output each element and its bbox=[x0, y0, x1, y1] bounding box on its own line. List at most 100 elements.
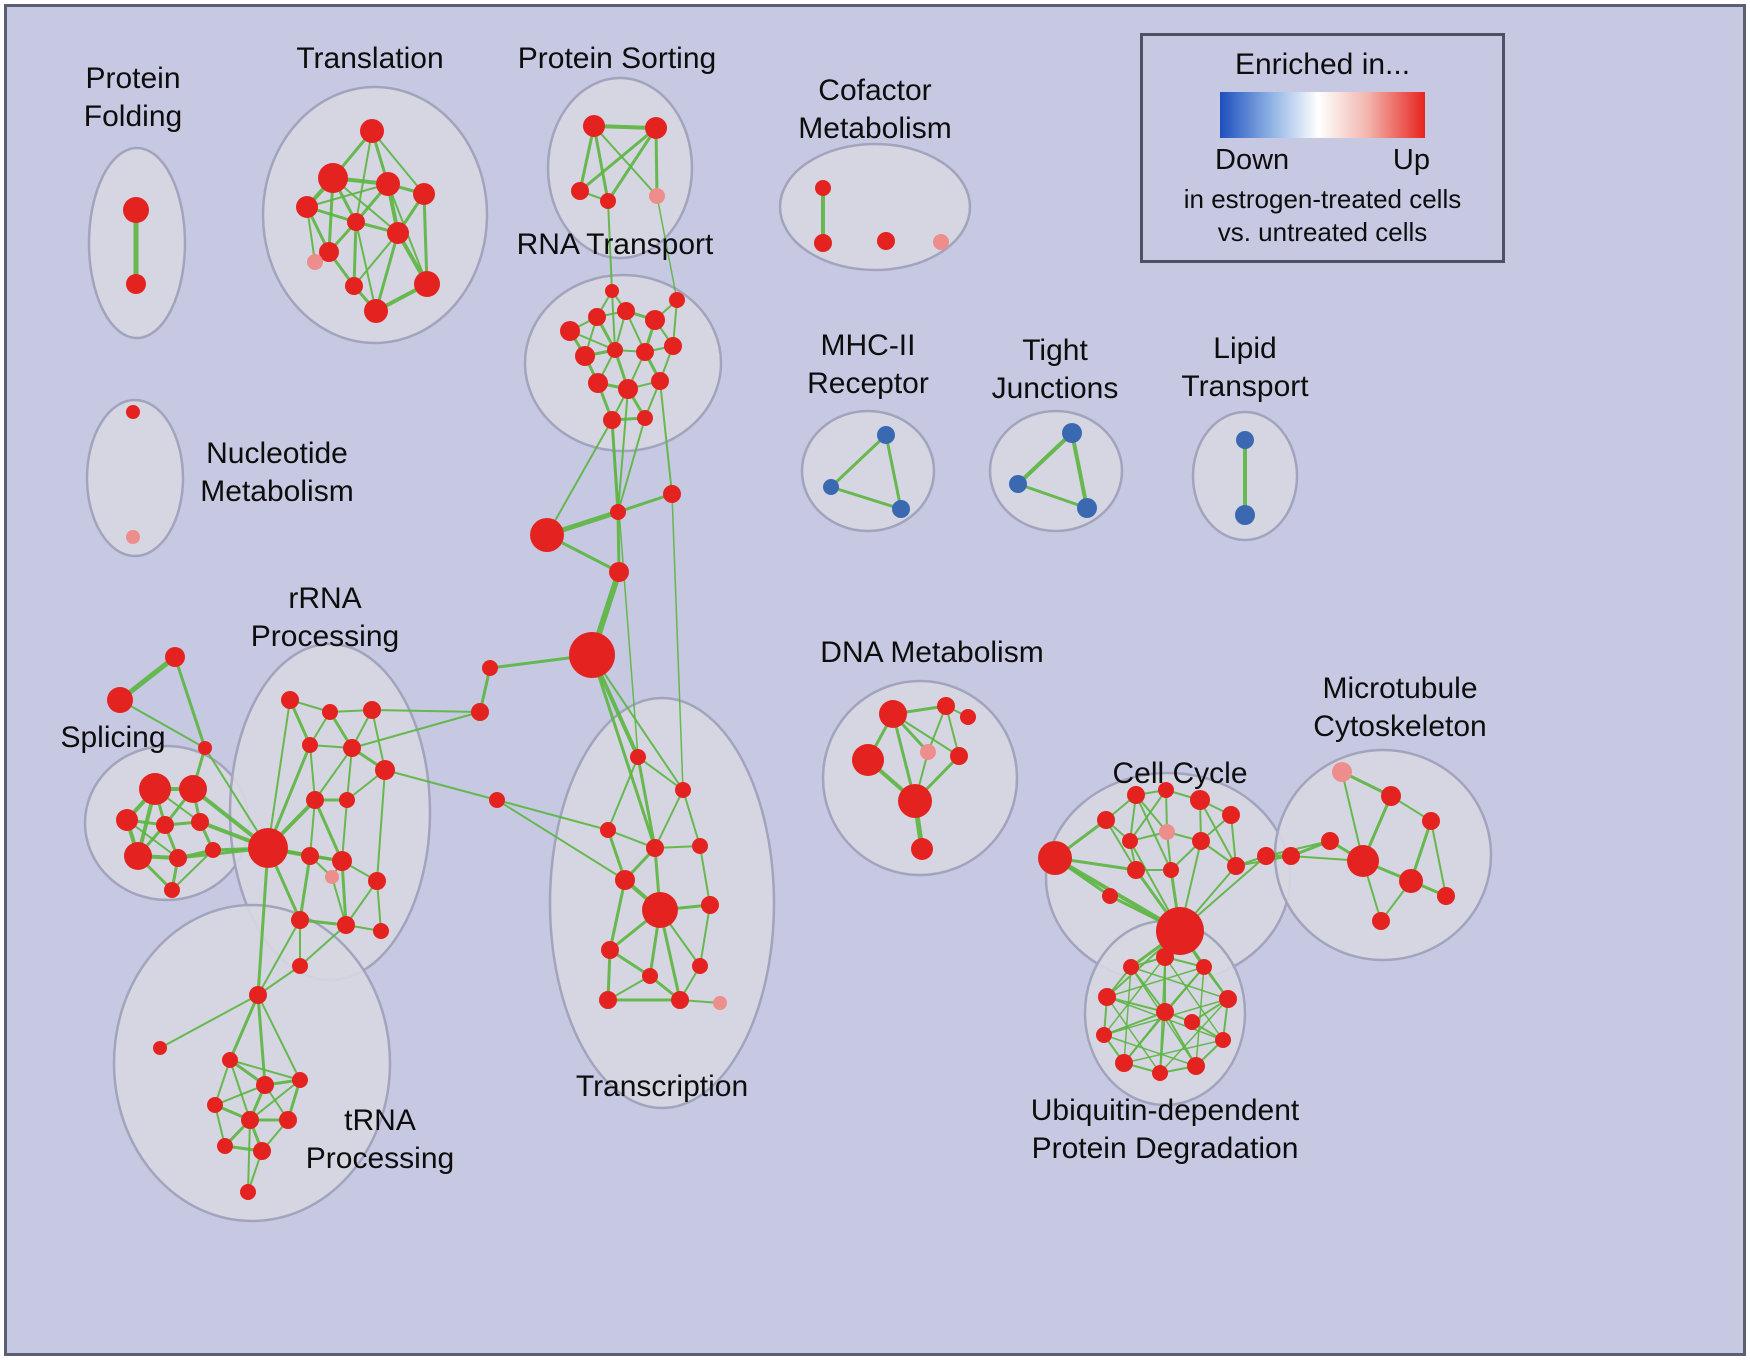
cluster-label-rna-transport: RNA Transport bbox=[517, 228, 714, 261]
node-p6 bbox=[124, 842, 152, 870]
node-r9 bbox=[664, 337, 682, 355]
node-g18 bbox=[249, 986, 267, 1004]
cluster-label-splicing: Splicing bbox=[60, 721, 165, 754]
node-a9 bbox=[601, 941, 619, 959]
node-a8 bbox=[701, 896, 719, 914]
node-n1 bbox=[126, 405, 140, 419]
legend-down-label: Down bbox=[1215, 144, 1290, 176]
node-g3 bbox=[363, 701, 381, 719]
node-c1 bbox=[815, 180, 831, 196]
edge-m8-a3 bbox=[496, 799, 609, 831]
network-nodes bbox=[107, 115, 1455, 1200]
edge-s2-s5 bbox=[654, 126, 659, 198]
node-a4 bbox=[646, 839, 664, 857]
node-g17 bbox=[292, 958, 308, 974]
node-r6 bbox=[575, 346, 595, 366]
node-p8 bbox=[205, 842, 221, 858]
node-s5 bbox=[649, 188, 665, 204]
node-g16 bbox=[373, 923, 389, 939]
node-e8 bbox=[1159, 824, 1175, 840]
node-u2 bbox=[1381, 786, 1401, 806]
edge-q1-q3 bbox=[229, 1059, 301, 1081]
node-x3 bbox=[198, 741, 212, 755]
node-a14 bbox=[713, 996, 727, 1010]
node-q7 bbox=[217, 1138, 233, 1154]
edge-j1-j2 bbox=[1016, 431, 1074, 486]
edge-a1-a4 bbox=[636, 755, 657, 850]
edge-g18-q9 bbox=[159, 994, 259, 1049]
node-u6 bbox=[1399, 869, 1423, 893]
edge-j2-j3 bbox=[1016, 482, 1089, 510]
node-p4 bbox=[156, 816, 174, 834]
node-e7 bbox=[1122, 833, 1138, 849]
edge-s1-s3 bbox=[578, 124, 596, 193]
edge-t6-t12 bbox=[352, 220, 358, 288]
edge-h2-h3 bbox=[829, 485, 903, 511]
cluster-ellipse-cofactor-metabolism bbox=[778, 142, 972, 272]
node-x2 bbox=[107, 687, 133, 713]
edge-m5-a4 bbox=[590, 653, 657, 850]
node-q10 bbox=[240, 1184, 256, 1200]
node-e3 bbox=[1127, 786, 1145, 804]
edge-g10-g13 bbox=[298, 854, 312, 922]
node-e5 bbox=[1190, 790, 1210, 810]
node-r7 bbox=[607, 342, 623, 358]
edge-g9-g11 bbox=[341, 799, 348, 862]
edge-m1-m2 bbox=[616, 492, 674, 514]
node-a11 bbox=[692, 958, 708, 974]
edge-r14-m1 bbox=[617, 417, 646, 513]
edge-a2-a4 bbox=[654, 789, 684, 849]
node-r14 bbox=[637, 410, 653, 426]
node-e6 bbox=[1222, 806, 1240, 824]
node-b1 bbox=[1156, 948, 1174, 966]
node-pf2 bbox=[126, 274, 146, 294]
node-g1 bbox=[281, 691, 299, 709]
cluster-ellipse-mhc-ii-receptor bbox=[800, 409, 936, 533]
edge-t7-t12 bbox=[353, 232, 399, 287]
node-g10 bbox=[301, 847, 319, 865]
node-h3 bbox=[892, 500, 910, 518]
node-g13 bbox=[291, 911, 309, 929]
node-d5 bbox=[920, 744, 936, 760]
edge-t6-t11 bbox=[355, 221, 377, 312]
node-t4 bbox=[376, 172, 400, 196]
edge-t7-t11 bbox=[374, 231, 400, 313]
edge-g5-g8 bbox=[314, 747, 353, 801]
edge-a1-a3 bbox=[607, 756, 639, 831]
cluster-label-translation: Translation bbox=[296, 42, 443, 75]
edge-g6-g15 bbox=[376, 769, 386, 882]
node-a6 bbox=[615, 870, 635, 890]
node-a10 bbox=[642, 968, 658, 984]
edge-q3-q5 bbox=[249, 1079, 301, 1121]
edge-g8-g10 bbox=[309, 799, 316, 857]
edge-m7-g3 bbox=[371, 709, 481, 713]
edge-p8-p9 bbox=[171, 849, 214, 891]
edge-g3-g6 bbox=[371, 709, 386, 771]
node-d7 bbox=[898, 784, 932, 818]
node-r4 bbox=[645, 310, 665, 330]
edge-x1-x3 bbox=[173, 655, 207, 750]
node-g9 bbox=[339, 792, 355, 808]
node-t11 bbox=[364, 299, 388, 323]
edge-q1-q5 bbox=[229, 1059, 251, 1121]
node-e15 bbox=[1102, 888, 1118, 904]
node-b9 bbox=[1098, 988, 1116, 1006]
node-d8 bbox=[911, 838, 933, 860]
cluster-label-transcription: Transcription bbox=[576, 1070, 748, 1103]
node-m6 bbox=[482, 660, 498, 676]
node-x1 bbox=[165, 647, 185, 667]
edge-e5-e12 bbox=[1199, 799, 1237, 867]
node-e11 bbox=[1163, 862, 1179, 878]
node-b12 bbox=[1184, 1014, 1200, 1030]
node-t7 bbox=[387, 222, 409, 244]
node-m2 bbox=[663, 485, 681, 503]
node-r2 bbox=[588, 308, 606, 326]
node-b4 bbox=[1215, 1032, 1231, 1048]
node-pf1 bbox=[123, 197, 149, 223]
legend: Enriched in... Down Up in estrogen-treat… bbox=[1140, 33, 1505, 263]
node-u9 bbox=[1372, 912, 1390, 930]
